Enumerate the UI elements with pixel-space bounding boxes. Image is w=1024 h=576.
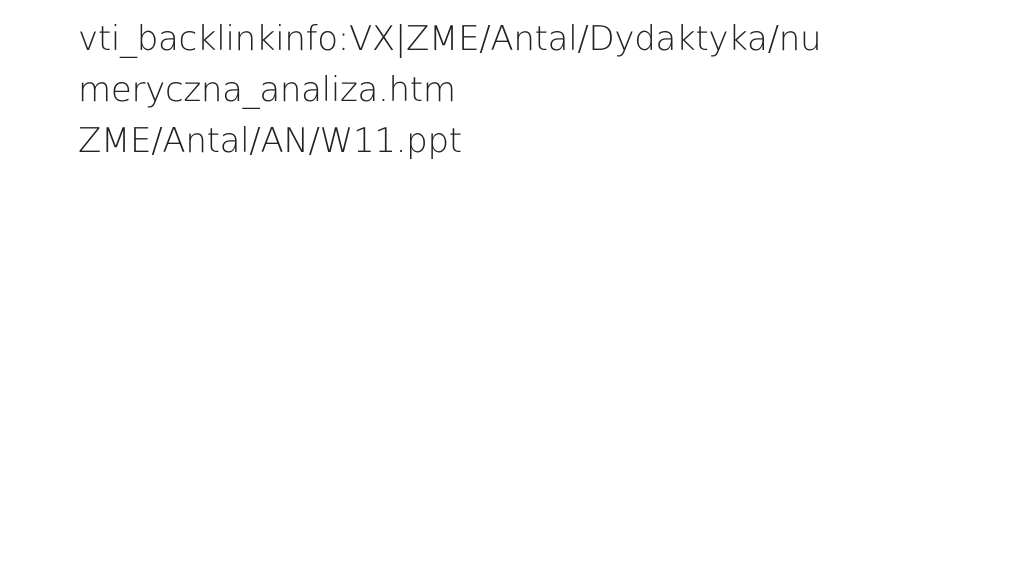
text-line-1: vti_backlinkinfo:VX|ZME/Antal/Dydaktyka/… (78, 19, 822, 59)
text-line-2: meryczna_analiza.htm (78, 70, 456, 110)
slide-text-block: vti_backlinkinfo:VX|ZME/Antal/Dydaktyka/… (78, 14, 948, 167)
text-line-3: ZME/Antal/AN/W11.ppt (78, 121, 462, 161)
